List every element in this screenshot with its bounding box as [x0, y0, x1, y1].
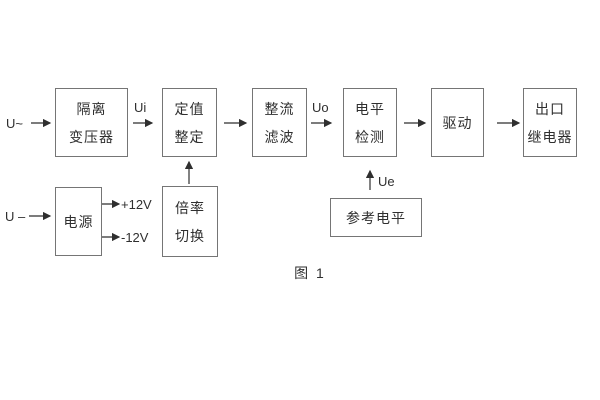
block-level-detect-label: 电平 检测 [355, 100, 385, 145]
block-output-relay: 出口 继电器 [523, 88, 577, 157]
block-drive-label: 驱动 [442, 114, 473, 131]
block-rectify-filter-label: 整流 滤波 [264, 100, 295, 145]
power-plus-12v-label: +12V [121, 197, 152, 212]
block-value-setting: 定值 整定 [162, 88, 217, 157]
power-minus-12v-label: -12V [121, 230, 149, 245]
figure-caption: 图 1 [294, 265, 326, 281]
block-isolation-transformer-label: 隔离 变压器 [69, 100, 114, 145]
signal-uo-label: Uo [312, 100, 329, 115]
block-output-relay-label: 出口 继电器 [527, 100, 573, 145]
input-dc-label: U – [5, 209, 26, 224]
block-power-supply-label: 电源 [63, 213, 94, 230]
block-reference-level: 参考电平 [330, 198, 422, 237]
block-value-setting-label: 定值 整定 [174, 100, 205, 145]
block-isolation-transformer: 隔离 变压器 [55, 88, 128, 157]
block-ratio-switch-label: 倍率 切换 [175, 199, 205, 244]
signal-ue-label: Ue [378, 174, 395, 189]
block-level-detect: 电平 检测 [343, 88, 397, 157]
block-drive: 驱动 [431, 88, 484, 157]
block-ratio-switch: 倍率 切换 [162, 186, 218, 257]
input-ac-label: U~ [6, 116, 23, 131]
block-rectify-filter: 整流 滤波 [252, 88, 307, 157]
signal-ui-label: Ui [134, 100, 147, 115]
block-reference-level-label: 参考电平 [346, 209, 406, 226]
block-power-supply: 电源 [55, 187, 102, 256]
